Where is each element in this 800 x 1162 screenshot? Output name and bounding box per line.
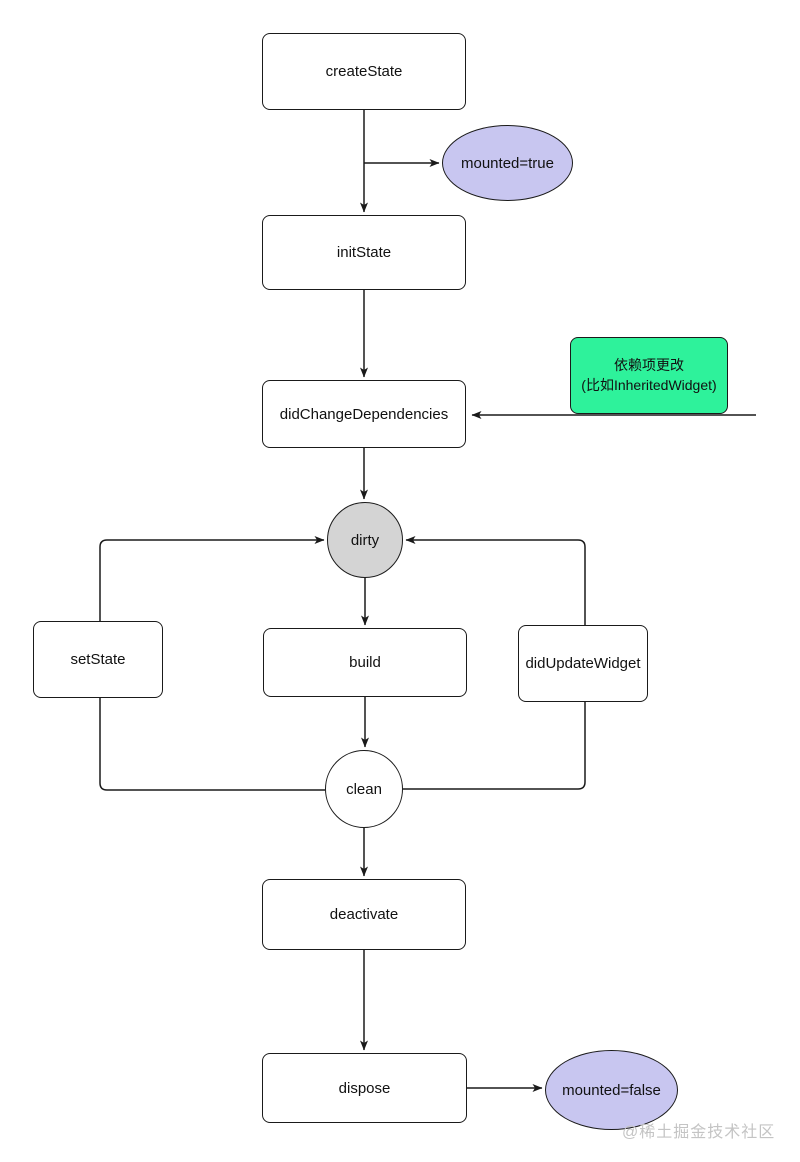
node-mounted-true-label: mounted=true: [461, 154, 554, 172]
node-dispose: dispose: [262, 1053, 467, 1123]
node-build: build: [263, 628, 467, 697]
node-dirty: dirty: [327, 502, 403, 578]
node-did-change-dependencies-label: didChangeDependencies: [279, 405, 449, 423]
node-init-state: initState: [262, 215, 466, 290]
node-did-change-dependencies: didChangeDependencies: [262, 380, 466, 448]
dependency-note-line2: (比如InheritedWidget): [581, 376, 717, 393]
node-mounted-true: mounted=true: [442, 125, 573, 201]
node-set-state: setState: [33, 621, 163, 698]
node-deactivate-label: deactivate: [329, 906, 399, 923]
node-create-state-label: createState: [325, 63, 403, 80]
node-build-label: build: [349, 654, 381, 671]
node-clean-label: clean: [346, 780, 382, 798]
dependency-note-line1: 依赖项更改: [614, 356, 684, 373]
node-dependency-change-note: 依赖项更改 (比如InheritedWidget): [570, 337, 728, 414]
node-mounted-false: mounted=false: [545, 1050, 678, 1130]
node-dispose-label: dispose: [338, 1079, 391, 1097]
node-mounted-false-label: mounted=false: [562, 1081, 661, 1099]
node-dirty-label: dirty: [350, 531, 380, 549]
node-deactivate: deactivate: [262, 879, 466, 950]
watermark: @稀土掘金技术社区: [622, 1124, 776, 1141]
node-did-update-widget: didUpdateWidget: [518, 625, 648, 702]
node-did-update-widget-label: didUpdateWidget: [525, 655, 641, 672]
node-clean: clean: [325, 750, 403, 828]
node-create-state: createState: [262, 33, 466, 110]
node-set-state-label: setState: [70, 651, 126, 668]
node-init-state-label: initState: [336, 244, 392, 261]
